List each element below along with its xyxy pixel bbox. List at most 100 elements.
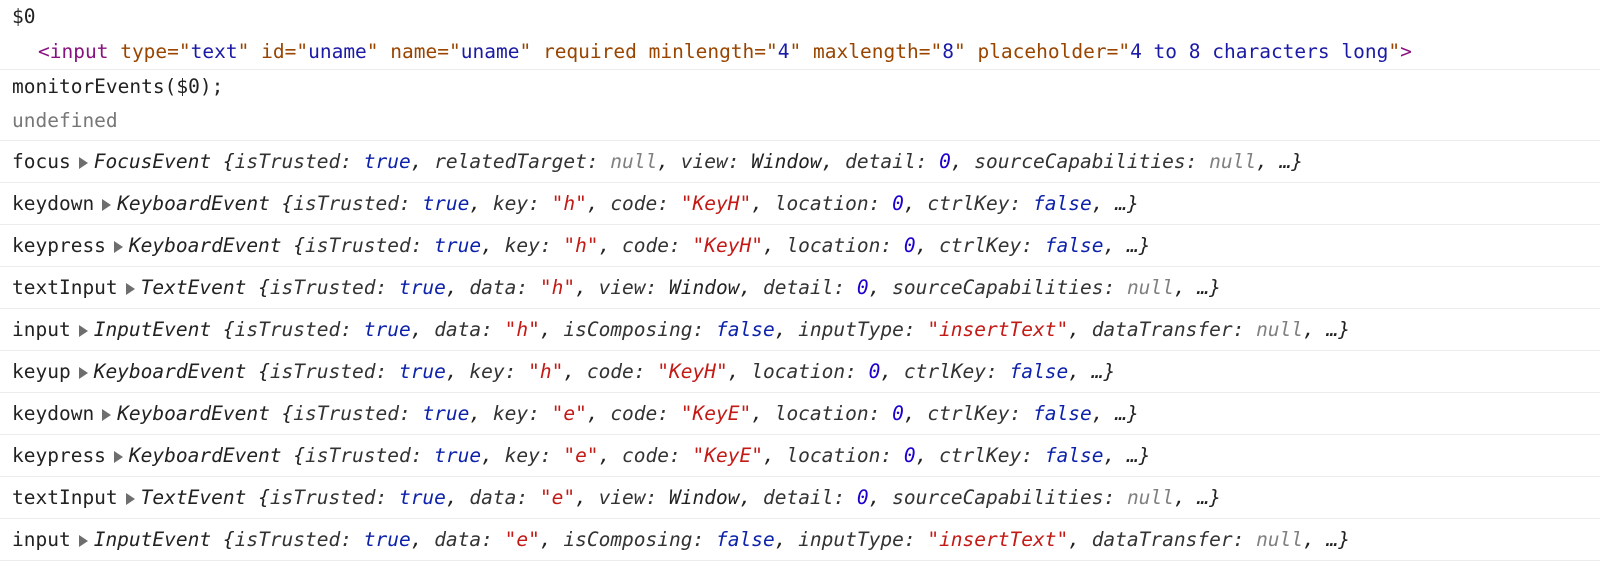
event-object-type: InputEvent { bbox=[93, 318, 235, 341]
separator: , bbox=[575, 276, 599, 299]
attr-quote: " bbox=[953, 40, 966, 63]
separator: , bbox=[751, 402, 775, 425]
prop-key: isTrusted: bbox=[269, 360, 399, 383]
prop-value: "h" bbox=[563, 234, 599, 257]
prop-value: "insertText" bbox=[927, 528, 1069, 551]
prop-key: key: bbox=[492, 402, 552, 425]
prop-key: isTrusted: bbox=[234, 318, 364, 341]
prop-key: location: bbox=[774, 402, 893, 425]
prop-value: 0 bbox=[903, 444, 916, 467]
event-name: keydown bbox=[12, 402, 95, 425]
prop-value: 0 bbox=[892, 192, 904, 215]
prop-key: detail: bbox=[845, 150, 940, 173]
ellipsis: …} bbox=[1115, 192, 1139, 215]
expand-triangle-icon[interactable] bbox=[78, 157, 88, 169]
prop-key: isTrusted: bbox=[234, 150, 364, 173]
expand-triangle-icon[interactable] bbox=[78, 535, 88, 547]
ellipsis: …} bbox=[1326, 318, 1350, 341]
separator: , bbox=[751, 192, 775, 215]
event-object-type: TextEvent { bbox=[140, 486, 270, 509]
separator: , bbox=[481, 444, 505, 467]
event-name: focus bbox=[12, 150, 71, 173]
prop-value: "e" bbox=[563, 444, 599, 467]
prop-key: ctrlKey: bbox=[903, 360, 1010, 383]
prop-key: sourceCapabilities: bbox=[892, 486, 1127, 509]
attr-quote: =" bbox=[754, 40, 778, 63]
event-object-type: TextEvent { bbox=[140, 276, 270, 299]
event-name: keyup bbox=[12, 360, 71, 383]
expand-triangle-icon[interactable] bbox=[125, 283, 135, 295]
prop-value: false bbox=[1044, 234, 1104, 257]
event-object-type: KeyboardEvent { bbox=[128, 444, 306, 467]
separator: , bbox=[598, 444, 623, 467]
prop-key: location: bbox=[786, 444, 904, 467]
event-name: textInput bbox=[12, 486, 118, 509]
prop-value: "e" bbox=[504, 528, 540, 551]
prop-value: "h" bbox=[528, 360, 564, 383]
separator: , bbox=[586, 402, 611, 425]
separator: , bbox=[445, 360, 470, 383]
prop-value: true bbox=[434, 234, 482, 257]
expand-triangle-icon[interactable] bbox=[78, 367, 88, 379]
attr-quote: " bbox=[237, 40, 250, 63]
separator: , bbox=[762, 234, 787, 257]
attr-name: name bbox=[390, 40, 438, 63]
prop-value: true bbox=[422, 192, 470, 215]
prop-value: Window bbox=[669, 276, 740, 299]
attr-name: placeholder bbox=[977, 40, 1107, 63]
separator: , bbox=[539, 318, 564, 341]
separator: , bbox=[1103, 234, 1127, 257]
prop-key: view: bbox=[598, 486, 670, 509]
ellipsis: …} bbox=[1091, 360, 1116, 383]
separator: , bbox=[481, 234, 505, 257]
expand-triangle-icon[interactable] bbox=[102, 199, 112, 211]
attr-name: required bbox=[542, 40, 637, 63]
prop-key: ctrlKey: bbox=[939, 444, 1045, 467]
separator: , bbox=[563, 360, 587, 383]
attr-quote: =" bbox=[167, 40, 191, 63]
event-object-type: KeyboardEvent { bbox=[117, 402, 294, 425]
separator: , bbox=[868, 276, 893, 299]
prop-key: key: bbox=[492, 192, 552, 215]
attr-value: 4 bbox=[777, 40, 790, 63]
separator: , bbox=[915, 444, 940, 467]
separator: , bbox=[469, 402, 493, 425]
separator: , bbox=[657, 150, 681, 173]
expand-triangle-icon[interactable] bbox=[102, 409, 112, 421]
prop-key: ctrlKey: bbox=[939, 234, 1045, 257]
prop-key: location: bbox=[774, 192, 893, 215]
ellipsis: …} bbox=[1197, 276, 1221, 299]
expand-triangle-icon[interactable] bbox=[78, 325, 88, 337]
expand-triangle-icon[interactable] bbox=[113, 241, 123, 253]
prop-value: 0 bbox=[856, 486, 869, 509]
command-row: monitorEvents($0); undefined bbox=[0, 70, 1600, 141]
ellipsis: …} bbox=[1126, 234, 1151, 257]
prop-key: ctrlKey: bbox=[927, 402, 1034, 425]
attr-name: maxlength bbox=[813, 40, 919, 63]
event-name: textInput bbox=[12, 276, 118, 299]
attr-value: uname bbox=[308, 40, 367, 63]
expand-triangle-icon[interactable] bbox=[113, 451, 123, 463]
prop-value: "insertText" bbox=[927, 318, 1069, 341]
prop-key: isTrusted: bbox=[293, 402, 423, 425]
separator: , bbox=[410, 150, 435, 173]
prop-key: inputType: bbox=[798, 528, 928, 551]
event-name: keypress bbox=[12, 444, 106, 467]
prop-key: code: bbox=[622, 444, 693, 467]
prop-value: 0 bbox=[903, 234, 916, 257]
separator: , bbox=[739, 276, 763, 299]
prop-value: true bbox=[398, 276, 446, 299]
prop-value: "KeyE" bbox=[692, 444, 763, 467]
prop-value: "h" bbox=[551, 192, 587, 215]
separator: , bbox=[445, 276, 470, 299]
element-echo[interactable]: <input type="text" id="uname" name="unam… bbox=[12, 34, 1600, 70]
expand-triangle-icon[interactable] bbox=[125, 493, 135, 505]
